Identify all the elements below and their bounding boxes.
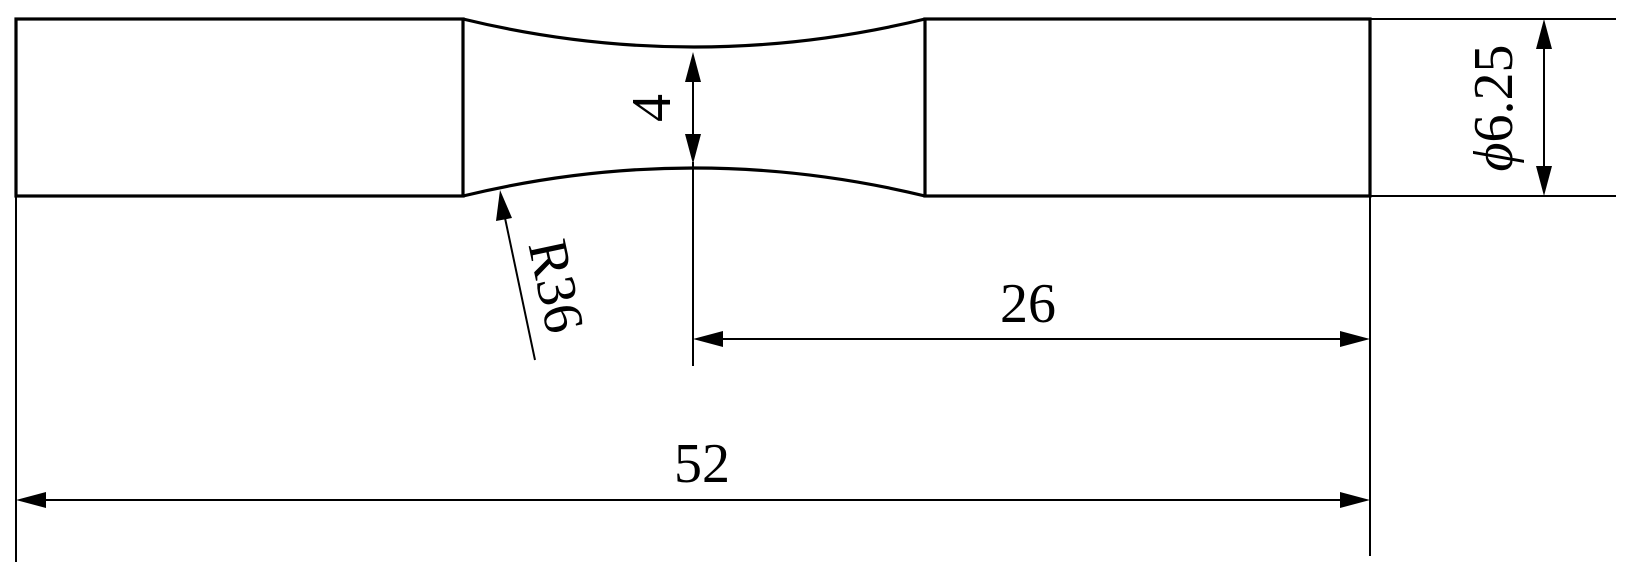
neck-diameter-label: 4 [621,94,683,122]
neck-top-curve [462,17,926,49]
overall-length-label: 52 [674,433,730,495]
neck-diameter-bottom-arrow [685,134,701,164]
diameter-symbol: ϕ [1463,143,1525,172]
outer-diameter-dimension: ϕ6.25 [1463,19,1552,196]
right-grip-section [923,17,1372,198]
outer-diameter-value: 6.25 [1463,45,1525,143]
overall-length-dimension: 52 [16,433,1370,508]
outer-diameter-top-arrow [1536,19,1552,49]
neck-diameter-top-arrow [685,52,701,82]
left-grip-section [14,17,465,198]
fillet-radius-leader: R36 [496,190,596,361]
extension-lines [15,18,1616,562]
neck-diameter-dimension: 4 [621,52,701,164]
outer-diameter-bottom-arrow [1536,166,1552,196]
radius-leader-arrow [496,190,512,221]
radius-leader-line [504,217,536,361]
overall-length-right-arrow [1340,492,1370,508]
half-length-left-arrow [693,331,723,347]
half-length-label: 26 [1000,273,1056,335]
half-length-right-arrow [1340,331,1370,347]
half-length-dimension: 26 [693,273,1370,347]
outer-diameter-label: ϕ6.25 [1463,45,1525,172]
overall-length-left-arrow [16,492,46,508]
